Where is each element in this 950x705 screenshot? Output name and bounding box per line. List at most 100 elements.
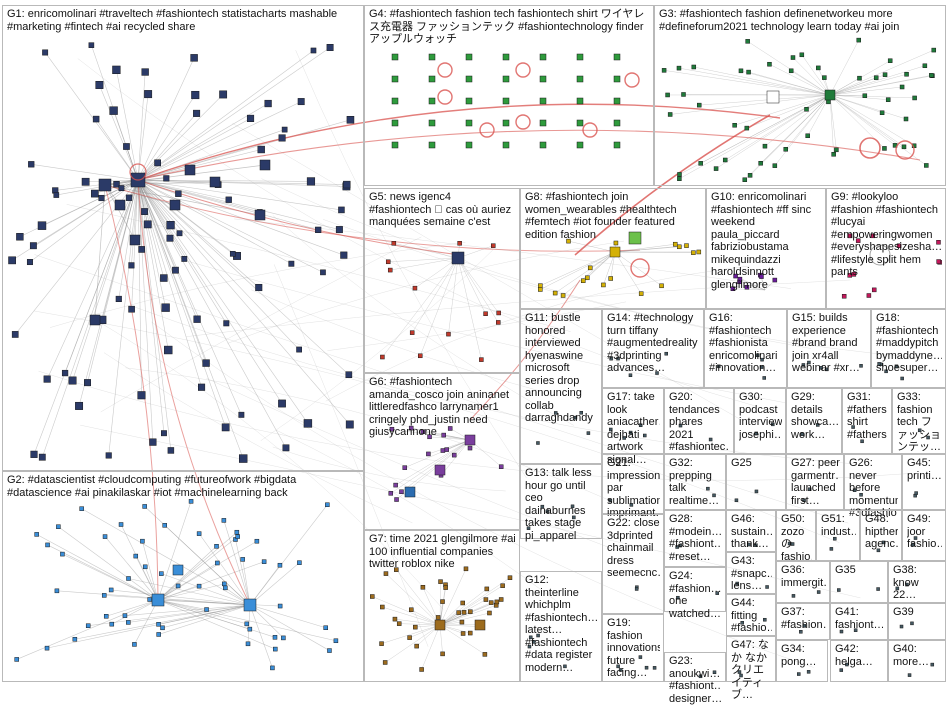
group-g19: G19: fashion innovations future facing… [602,614,664,682]
group-label-g23: G23: anoukwi… #fashiont… designer… [669,655,722,705]
group-label-g1: G1: enricomolinari #traveltech #fashiont… [7,8,360,33]
network-graph: G1: enricomolinari #traveltech #fashiont… [0,0,950,688]
group-g22: G22: close 3dprinted chainmail dress see… [602,514,664,614]
group-g16: G16: #fashiontech #fashionista enricomol… [704,309,787,388]
group-g24: G24: #fashion… one watched… [664,567,726,612]
group-label-g10: G10: enricomolinari #fashiontech #ff sin… [711,191,822,291]
group-label-g12: G12: theinterline whichplm #fashiontech…… [525,574,598,674]
group-g26: G26: never before momentum #3dfashio… [844,454,902,510]
group-label-g32: G32: prepping talk realtime… [669,457,722,507]
group-label-g41: G41: fashiont… [835,606,884,631]
group-g36: G36: immergit… [776,561,830,603]
group-g44: G44: fitting #fashio… [726,594,776,636]
group-label-g8: G8: #fashiontech join women_wearables #h… [525,191,702,241]
group-g2: G2: #datascientist #cloudcomputing #futu… [2,471,364,682]
group-label-g27: G27: peer garmentr… launched first… [791,457,840,507]
group-g41: G41: fashiont… [830,603,888,640]
group-g42: G42: helga… [830,640,888,682]
group-g17: G17: take look aniacather… dejhati artwo… [602,388,664,454]
group-g31: G31: #fathers… shirt #fathers… [842,388,892,454]
group-g37: G37: #fashion… [776,603,830,640]
group-label-g40: G40: more… [893,643,942,668]
group-label-g11: G11: bustle honored interviewed hyenaswi… [525,312,598,425]
group-g7: G7: time 2021 glengilmore #ai 100 influe… [364,530,520,682]
group-g34: G34: pong… [776,640,828,682]
group-g15: G15: builds experience #brand brand join… [787,309,871,388]
group-g20: G20: tendances phares 2021 #fashiontec… [664,388,734,454]
group-label-g4: G4: #fashiontech fashion tech fashiontec… [369,8,650,46]
group-g45: G45: printi… [902,454,946,510]
group-g9: G9: #lookyloo #fashion #fashiontech #luc… [826,188,946,309]
group-label-g24: G24: #fashion… one watched… [669,570,722,620]
group-g46: G46: sustain… thank… [726,510,776,552]
group-label-g22: G22: close 3dprinted chainmail dress see… [607,517,660,580]
group-g27: G27: peer garmentr… launched first… [786,454,844,510]
group-g30: G30: podcast interview josephi… [734,388,786,454]
group-g33: G33: fashion tech ファッションテッ… [892,388,946,454]
group-label-g20: G20: tendances phares 2021 #fashiontec… [669,391,730,454]
group-g50: G50: zozo の fashio… [776,510,816,561]
group-label-g19: G19: fashion innovations future facing… [607,617,660,680]
group-label-g45: G45: printi… [907,457,942,482]
group-g40: G40: more… [888,640,946,682]
group-g18: G18: #fashiontech #maddypitch bymaddyne…… [871,309,946,388]
group-g28: G28: #modein… #fashiont… #reset… [664,510,726,567]
group-label-g28: G28: #modein… #fashiont… #reset… [669,513,722,563]
group-g1: G1: enricomolinari #traveltech #fashiont… [2,5,364,471]
group-g49: G49: joor fashio… [902,510,946,561]
group-g29: G29: details showca… work… [786,388,842,454]
group-label-g50: G50: zozo の fashio… [781,513,812,563]
group-g4: G4: #fashiontech fashion tech fashiontec… [364,5,654,186]
group-g14: G14: #technology turn tiffany #augmented… [602,309,704,388]
group-label-g35: G35 [835,564,884,577]
group-label-g48: G48: hipther agenc… [865,513,898,551]
group-g5: G5: news igenc4 #fashiontech ⃞ cas où au… [364,188,520,373]
group-label-g42: G42: helga… [835,643,884,668]
group-g38: G38: know 22… [888,561,946,603]
group-g13: G13: talk less hour go until ceo dainabu… [520,464,602,539]
group-label-g30: G30: podcast interview josephi… [739,391,782,441]
group-g12: G12: theinterline whichplm #fashiontech…… [520,571,602,682]
group-label-g18: G18: #fashiontech #maddypitch bymaddyne…… [876,312,942,375]
group-label-g25: G25 [731,457,782,470]
group-label-g37: G37: #fashion… [781,606,826,631]
group-label-g46: G46: sustain… thank… [731,513,772,551]
group-g39: G39 [888,603,946,640]
group-label-g34: G34: pong… [781,643,824,668]
group-g35: G35 [830,561,888,603]
group-g51: G51: indust… [816,510,860,561]
group-label-g7: G7: time 2021 glengilmore #ai 100 influe… [369,533,516,571]
group-label-g5: G5: news igenc4 #fashiontech ⃞ cas où au… [369,191,516,229]
group-label-g36: G36: immergit… [781,564,826,589]
group-label-g33: G33: fashion tech ファッションテッ… [897,391,942,454]
group-label-g38: G38: know 22… [893,564,942,602]
group-label-g47: G47: なか なかクリエイティブ… [731,639,772,702]
group-label-g15: G15: builds experience #brand brand join… [792,312,867,375]
group-label-g29: G29: details showca… work… [791,391,838,441]
group-g8: G8: #fashiontech join women_wearables #h… [520,188,706,309]
group-g11: G11: bustle honored interviewed hyenaswi… [520,309,602,464]
group-g48: G48: hipther agenc… [860,510,902,561]
group-label-g43: G43: #snapc… lens… [731,555,772,593]
group-label-g13: G13: talk less hour go until ceo dainabu… [525,467,598,542]
group-g6: G6: #fashiontech amanda_cosco join anina… [364,373,520,530]
group-label-g21: G21: impression par sublimation impriman… [607,457,660,520]
group-label-g3: G3: #fashiontech fashion definenetworkeu… [659,8,942,33]
group-g21: G21: impression par sublimation impriman… [602,454,664,514]
group-label-g39: G39 [893,606,942,619]
group-g47: G47: なか なかクリエイティブ… [726,636,776,682]
group-label-g2: G2: #datascientist #cloudcomputing #futu… [7,474,360,499]
group-label-g9: G9: #lookyloo #fashion #fashiontech #luc… [831,191,942,279]
group-label-g44: G44: fitting #fashio… [731,597,772,635]
group-g3: G3: #fashiontech fashion definenetworkeu… [654,5,946,186]
group-g32: G32: prepping talk realtime… [664,454,726,510]
group-label-g49: G49: joor fashio… [907,513,942,551]
group-label-g14: G14: #technology turn tiffany #augmented… [607,312,700,375]
group-g10: G10: enricomolinari #fashiontech #ff sin… [706,188,826,309]
group-label-g6: G6: #fashiontech amanda_cosco join anina… [369,376,516,439]
group-label-g51: G51: indust… [821,513,856,538]
group-g23: G23: anoukwi… #fashiont… designer… [664,652,726,682]
group-g43: G43: #snapc… lens… [726,552,776,594]
group-label-g16: G16: #fashiontech #fashionista enricomol… [709,312,783,375]
group-label-g31: G31: #fathers… shirt #fathers… [847,391,888,441]
